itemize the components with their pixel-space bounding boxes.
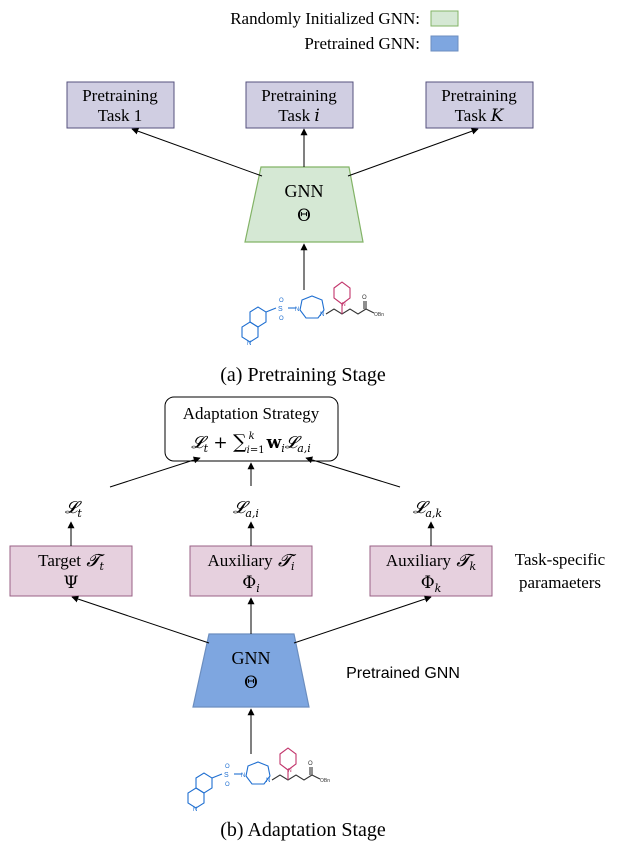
task-1-line2: Task 1 [98,106,143,125]
head-aux-k: Auxiliary 𝓣k Φk [369,545,493,597]
legend-pretrained-swatch [430,35,459,52]
loss-target: 𝓛t [65,498,82,520]
loss-aux-k: 𝓛a,k [413,498,442,520]
legend-random-swatch [430,10,459,27]
pretraining-task-1: Pretraining Task 1 [66,81,175,129]
pretrained-gnn-side-label: Pretrained GNN [346,665,460,682]
task-i-line1: Pretraining [261,86,337,105]
head-aux-k-line1: Auxiliary 𝓣k [386,551,477,573]
gnn-pretrained: GNN Θ [192,633,310,708]
pretraining-task-k: Pretraining Task K [425,81,534,129]
head-target: Target 𝓣t Ψ [9,545,133,597]
gnn-a-label: GNN [285,181,324,201]
task-1-line1: Pretraining [82,86,158,105]
arrow-loss-t-to-strategy [109,456,201,488]
gnn-random-init: GNN Θ [244,166,364,243]
gnn-b-label: GNN [232,648,271,668]
head-aux-k-param: Φk [421,573,442,595]
arrow-loss-k-to-strategy [305,456,401,488]
caption-b: (b) Adaptation Stage [220,819,386,841]
head-aux-i: Auxiliary 𝓣i Φi [189,545,313,597]
head-target-line1: Target 𝓣t [38,551,105,573]
task-i-line2: Task i [278,106,320,126]
task-k-line1: Pretraining [441,86,517,105]
head-aux-i-param: Φi [242,573,259,595]
molecule-b-icon [187,747,331,814]
arrow-gnn-to-head-t [71,595,210,644]
molecule-a-icon [241,281,385,348]
arrow-gnn-to-task-1 [131,127,263,177]
task-specific-line2: paramaeters [519,573,601,592]
gnn-b-param: Θ [244,673,258,693]
arrow-gnn-to-head-k [293,595,432,644]
head-target-param: Ψ [64,573,79,593]
caption-a: (a) Pretraining Stage [220,364,386,386]
loss-aux-i: 𝓛a,i [233,498,259,520]
legend-random-label: Randomly Initialized GNN: [230,9,420,28]
task-k-line2: Task K [455,106,505,126]
head-aux-i-line1: Auxiliary 𝓣i [207,551,297,573]
task-specific-line1: Task-specific [515,550,606,569]
strategy-title: Adaptation Strategy [183,404,320,423]
legend-pretrained-label: Pretrained GNN: [304,34,420,53]
pretraining-task-i: Pretraining Task i [245,81,354,129]
gnn-a-param: Θ [297,206,311,226]
arrow-gnn-to-task-k [347,127,479,177]
